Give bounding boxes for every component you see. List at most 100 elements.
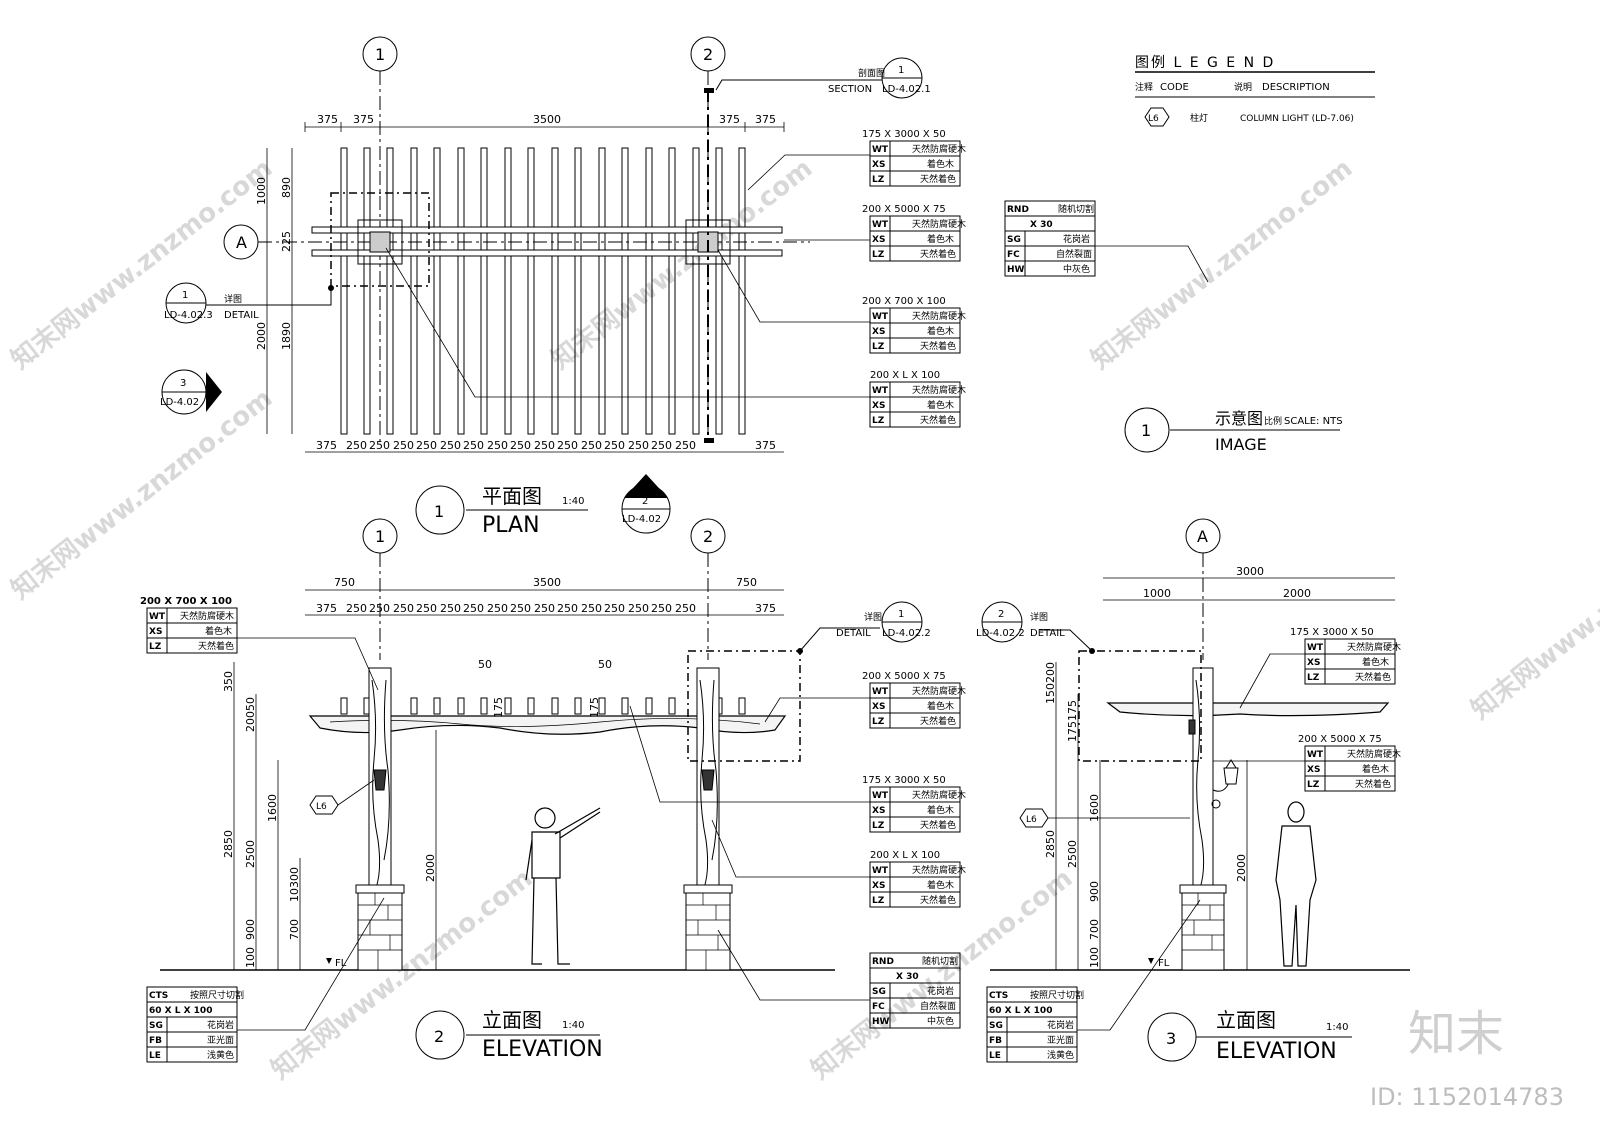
elev-dim-bot-14: 250 bbox=[628, 602, 649, 615]
legend: 图例 L E G E N D 注释 CODE 说明 DESCRIPTION L6… bbox=[1135, 55, 1375, 127]
tag-cts-elev3: CTS 按照尺寸切割 60 X L X 100 SG 花岗岩 FB 亚光面 LE… bbox=[986, 899, 1201, 1063]
plan-dim-bot-11: 250 bbox=[557, 439, 578, 452]
image-scale: SCALE: NTS bbox=[1284, 416, 1343, 427]
section-ref-num: 1 bbox=[898, 65, 904, 76]
section-ref-cn: 剖面图 bbox=[858, 67, 885, 79]
elev-detail-ref-cn: 详图 bbox=[864, 611, 882, 623]
tag-desc: 天然防腐硬木 bbox=[180, 610, 234, 622]
tag-code: WT bbox=[872, 687, 889, 697]
plan-dim-left-1000: 1000 bbox=[255, 177, 268, 205]
elev-detail-ref-sheet: LD-4.02.2 bbox=[882, 628, 931, 639]
elev-dim-bot-11: 250 bbox=[557, 602, 578, 615]
plan-grid-2: 2 bbox=[703, 45, 713, 64]
plan-dim-top-3: 3500 bbox=[533, 113, 561, 126]
tag-desc: 天然防腐硬木 bbox=[912, 789, 966, 801]
elev3-dim-175175: 175175 bbox=[1066, 700, 1079, 742]
plan-dim-bot-14: 250 bbox=[628, 439, 649, 452]
plan-tags: 175 X 3000 X 50 WT 天然防腐硬木 XS 着色木 LZ 天然着色… bbox=[385, 129, 1209, 428]
elev-dim-2000: 2000 bbox=[424, 854, 437, 882]
elev3-dim-2000: 2000 bbox=[1283, 587, 1311, 600]
elev3-dim-150200: 150200 bbox=[1044, 662, 1057, 704]
tag-desc: 自然裂面 bbox=[920, 1000, 956, 1012]
tag-desc: 着色木 bbox=[927, 879, 954, 891]
elev2-ref-num: 2 bbox=[642, 496, 648, 507]
tag-rafter-elev-size: 175 X 3000 X 50 bbox=[862, 775, 946, 786]
plan-column-1-cap bbox=[357, 219, 403, 265]
plan-rafters bbox=[340, 147, 746, 435]
elev3-dim-2500: 2500 bbox=[1066, 840, 1079, 868]
elev-dim-175-b: 175 bbox=[588, 697, 601, 718]
elev3-detail-ref-cn: 详图 bbox=[1030, 611, 1048, 623]
elev-dim-900: 900 bbox=[244, 919, 257, 940]
tag-code: SG bbox=[149, 1021, 163, 1031]
plan-dim-bot-13: 250 bbox=[604, 439, 625, 452]
tag-desc: 按照尺寸切割 bbox=[1030, 989, 1084, 1001]
elev3-dim-700: 700 bbox=[1088, 919, 1101, 940]
tag-desc: 天然着色 bbox=[920, 248, 956, 260]
tag-desc: 天然防腐硬木 bbox=[912, 143, 966, 155]
tag-desc: 着色木 bbox=[1362, 656, 1389, 668]
tag-code: XS bbox=[872, 327, 885, 337]
tag-code: WT bbox=[872, 386, 889, 396]
plan-dim-bot-2: 250 bbox=[346, 439, 367, 452]
tag-code: WT bbox=[149, 612, 166, 622]
tag-code: FC bbox=[872, 1002, 885, 1012]
elev-dim-20050: 20050 bbox=[244, 697, 257, 732]
tag-code: XS bbox=[872, 806, 885, 816]
plan-dim-bot-1: 375 bbox=[316, 439, 337, 452]
elev3-title-scale: 1:40 bbox=[1326, 1022, 1348, 1033]
tag-code: WT bbox=[872, 145, 889, 155]
light-tag-elev3: L6 bbox=[1026, 815, 1037, 825]
elev3-dim-100: 100 bbox=[1088, 947, 1101, 968]
tag-code: WT bbox=[1307, 750, 1324, 760]
tag-desc: 天然着色 bbox=[1355, 671, 1391, 683]
watermark-4: 知末网www.znzmo.com bbox=[6, 383, 278, 605]
plan-dim-bot-7: 250 bbox=[463, 439, 484, 452]
tag-column-plan: 200 X L X 100 WT 天然防腐硬木 XS 着色木 LZ 天然着色 bbox=[385, 247, 966, 428]
tag-rafter-elev: 175 X 3000 X 50 WT 天然防腐硬木 XS 着色木 LZ 天然着色 bbox=[629, 705, 966, 833]
tag-desc: 天然着色 bbox=[198, 640, 234, 652]
image-title-en: IMAGE bbox=[1215, 435, 1267, 454]
legend-desc-en: DESCRIPTION bbox=[1262, 82, 1330, 93]
tag-code: LE bbox=[989, 1051, 1001, 1061]
tag-column-elev: 200 X L X 100 WT 天然防腐硬木 XS 着色木 LZ 天然着色 bbox=[711, 819, 966, 908]
tag-rnd-plan: RND 随机切割 X 30 SG 花岗岩 FC 自然裂面 HW 中灰色 bbox=[1004, 200, 1209, 283]
tag-code: SG bbox=[989, 1021, 1003, 1031]
tag-desc: 中灰色 bbox=[927, 1015, 954, 1027]
elev-rafter-ends bbox=[340, 697, 746, 715]
tag-code: LZ bbox=[872, 821, 885, 831]
tag-desc: 随机切割 bbox=[1058, 203, 1094, 215]
tag-code: XS bbox=[1307, 765, 1320, 775]
plan-title-scale: 1:40 bbox=[562, 496, 584, 507]
elevation-3: A 3000 1000 2000 FL bbox=[976, 518, 1410, 1064]
plan-dim-bot-8: 250 bbox=[487, 439, 508, 452]
tag-desc: 着色木 bbox=[927, 325, 954, 337]
watermark-2: 知末网www.znzmo.com bbox=[546, 153, 818, 375]
tag-desc: 自然裂面 bbox=[1056, 248, 1092, 260]
elev3-dim-1600: 1600 bbox=[1088, 794, 1101, 822]
elev2-title-scale: 1:40 bbox=[562, 1020, 584, 1031]
tag-post-plan-size: 200 X 700 X 100 bbox=[862, 296, 946, 307]
image-title-cn: 示意图 bbox=[1215, 409, 1263, 428]
plan-dim-top-4: 375 bbox=[719, 113, 740, 126]
elev2-title-en: ELEVATION bbox=[482, 1037, 603, 1062]
legend-code-en: CODE bbox=[1160, 82, 1189, 93]
elev-dim-bot-13: 250 bbox=[604, 602, 625, 615]
tag-code: XS bbox=[1307, 658, 1320, 668]
elev-detail-ref-en: DETAIL bbox=[836, 628, 871, 639]
elev-dim-bot-3: 250 bbox=[369, 602, 390, 615]
tag-size: X 30 bbox=[1030, 220, 1053, 230]
tag-code: LZ bbox=[872, 896, 885, 906]
tag-desc: 亚光面 bbox=[1047, 1034, 1074, 1046]
plan-detail-box bbox=[330, 192, 430, 287]
tag-code: SG bbox=[1007, 235, 1021, 245]
tag-desc: 着色木 bbox=[927, 804, 954, 816]
elev3-detail-ref-sheet: LD-4.02.2 bbox=[976, 628, 1025, 639]
legend-title: 图例 L E G E N D bbox=[1135, 55, 1275, 71]
tag-beam-elev: 200 X 5000 X 75 WT 天然防腐硬木 XS 着色木 LZ 天然着色 bbox=[764, 671, 966, 729]
legend-desc-cn: 说明 bbox=[1234, 81, 1252, 93]
elev3-title-number: 3 bbox=[1166, 1029, 1176, 1048]
elev-dim-50-a: 50 bbox=[478, 658, 492, 671]
tag-desc: 花岗岩 bbox=[207, 1019, 234, 1031]
